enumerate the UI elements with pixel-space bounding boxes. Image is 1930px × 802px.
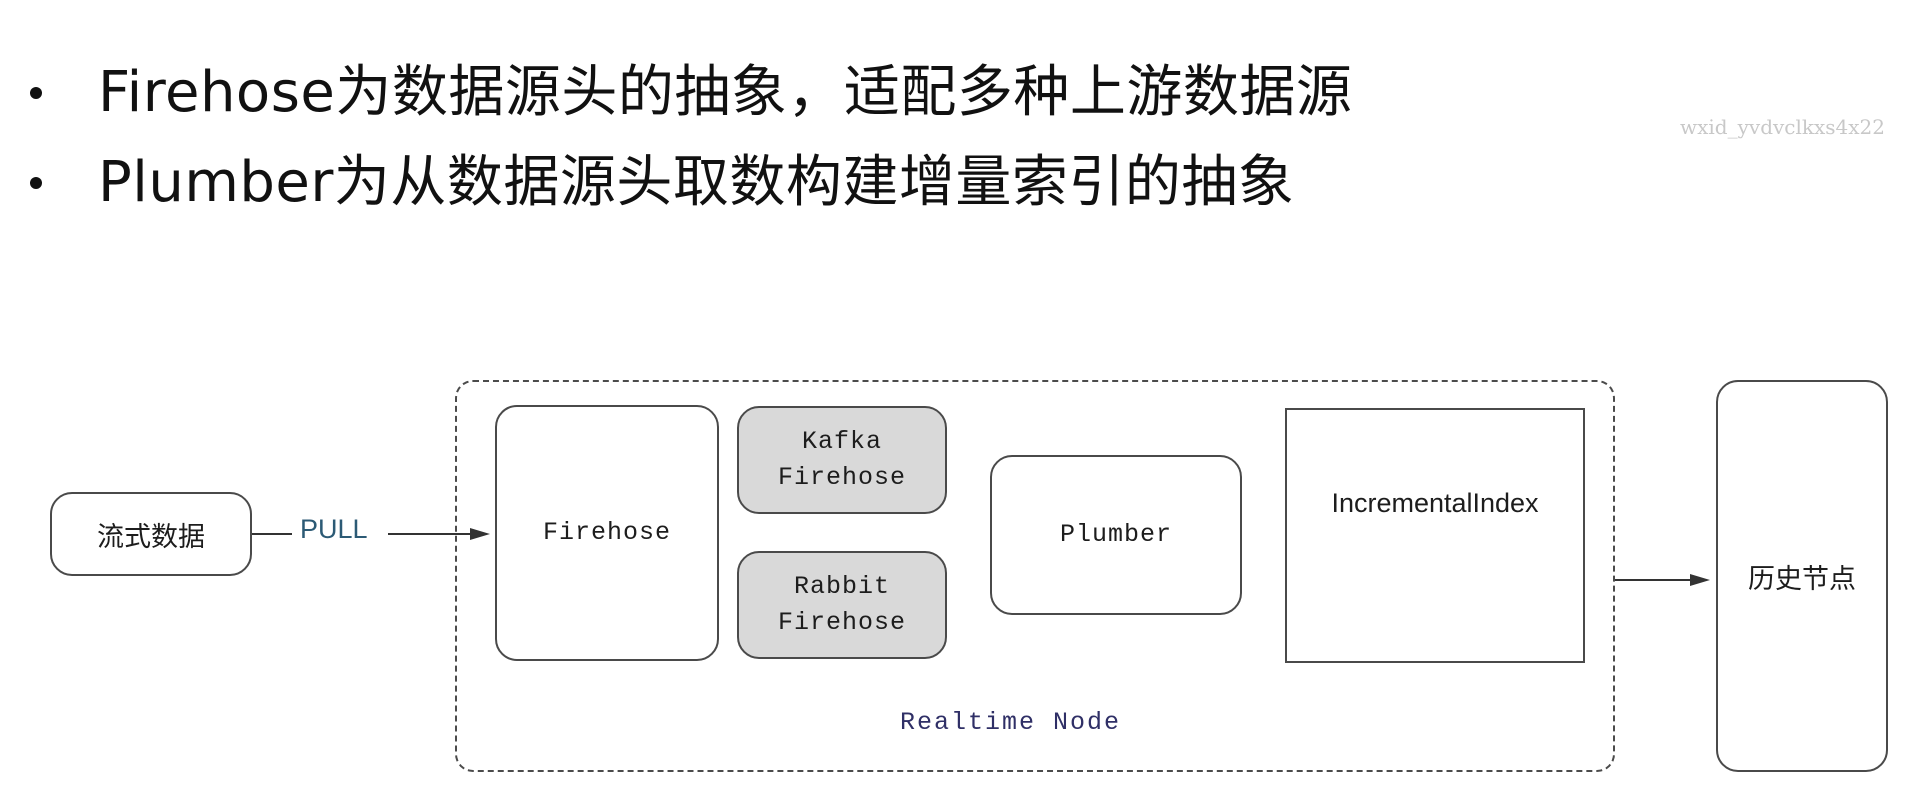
pull-label: PULL: [300, 514, 368, 544]
kafka-firehose-node: Kafka Firehose: [737, 406, 947, 514]
watermark: wxid_yvdvclkxs4x22: [1680, 115, 1886, 139]
firehose-node: Firehose: [495, 405, 719, 661]
architecture-diagram: 流式数据 PULL Firehose Kafka Firehose Rabbit…: [0, 360, 1930, 800]
rabbit-firehose-node: Rabbit Firehose: [737, 551, 947, 659]
history-node: 历史节点: [1716, 380, 1888, 772]
bullet-item-plumber: Plumber为从数据源头取数构建增量索引的抽象: [30, 138, 1530, 228]
history-arrow-head-icon: [1690, 574, 1710, 586]
realtime-node-label: Realtime Node: [900, 708, 1122, 737]
plumber-node: Plumber: [990, 455, 1242, 615]
bullet-item-firehose: Firehose为数据源头的抽象，适配多种上游数据源: [30, 48, 1530, 138]
pull-arrow-head-icon: [470, 528, 490, 540]
bullet-dot-icon: [30, 177, 42, 189]
bullet-dot-icon: [30, 87, 42, 99]
bullet-list: Firehose为数据源头的抽象，适配多种上游数据源 Plumber为从数据源头…: [30, 48, 1530, 228]
incremental-index-node: IncrementalIndex: [1285, 408, 1585, 663]
bullet-text-firehose: Firehose为数据源头的抽象，适配多种上游数据源: [98, 60, 1353, 125]
stream-data-node: 流式数据: [50, 492, 252, 576]
bullet-text-plumber: Plumber为从数据源头取数构建增量索引的抽象: [98, 150, 1295, 215]
realtime-node-boundary: [455, 380, 1615, 772]
